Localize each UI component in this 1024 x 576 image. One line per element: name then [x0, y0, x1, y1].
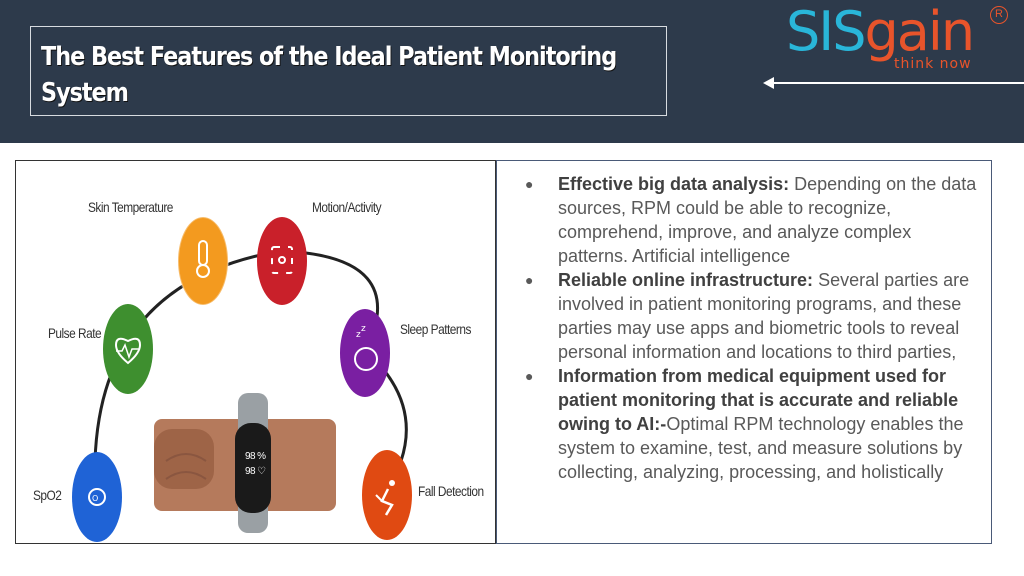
header-banner: The Best Features of the Ideal Patient M… — [0, 0, 1024, 143]
logo-wordmark: SISgain — [786, 0, 975, 63]
bullet-icon: ● — [525, 368, 534, 384]
label-sleep-patterns: Sleep Patterns — [400, 321, 471, 337]
features-diagram: z z O — [72, 216, 412, 542]
svg-text:O: O — [92, 494, 98, 503]
bullet-text: Optimal RPM technology enables the syste… — [558, 414, 964, 482]
bullet-item: ● Reliable online infrastructure: Severa… — [519, 268, 977, 364]
label-skin-temperature: Skin Temperature — [88, 199, 173, 215]
pulse-rate-icon — [103, 304, 153, 394]
bullet-item: ● Effective big data analysis: Depending… — [519, 172, 977, 268]
label-pulse-rate: Pulse Rate — [48, 325, 102, 341]
wrist-device-photo — [154, 393, 336, 533]
skin-temperature-icon — [177, 216, 229, 306]
bullet-icon: ● — [525, 272, 534, 288]
svg-text:z: z — [361, 324, 366, 334]
bullet-item: ● Information from medical equipment use… — [519, 364, 977, 484]
svg-text:z: z — [356, 330, 361, 340]
title-box: The Best Features of the Ideal Patient M… — [30, 26, 667, 116]
label-spo2: SpO2 — [33, 487, 62, 503]
logo-tagline: think now — [894, 56, 972, 72]
features-text-panel: ● Effective big data analysis: Depending… — [496, 160, 992, 544]
device-readout-line2: 98 ♡ — [245, 466, 266, 477]
device-readout-line1: 98 % — [245, 451, 266, 462]
motion-activity-icon — [257, 217, 307, 305]
bullet-text: Depending on the data sources, RPM could… — [558, 174, 977, 266]
spo2-icon: O — [72, 452, 122, 542]
registered-mark: R — [990, 6, 1008, 24]
bullet-heading: Effective big data analysis: — [558, 174, 790, 194]
bullet-icon: ● — [525, 176, 534, 192]
decorative-arrow-line — [772, 82, 1024, 84]
fall-detection-icon — [362, 450, 412, 540]
page-title: The Best Features of the Ideal Patient M… — [41, 42, 617, 108]
bullet-text: Several parties are involved in patient … — [558, 270, 970, 362]
feature-bullet-list: ● Effective big data analysis: Depending… — [519, 172, 977, 484]
sleep-patterns-icon: z z — [340, 309, 390, 397]
label-fall-detection: Fall Detection — [418, 483, 484, 499]
monitoring-features-illustration: z z O 98 % 98 ♡ Skin Temperature Moti — [15, 160, 496, 544]
bullet-heading: Reliable online infrastructure: — [558, 270, 814, 290]
label-motion-activity: Motion/Activity — [312, 199, 382, 215]
bullet-heading: Information from medical equipment used … — [558, 366, 959, 434]
arrow-left-icon — [763, 77, 774, 89]
company-logo: SISgain R think now — [786, 4, 1016, 74]
